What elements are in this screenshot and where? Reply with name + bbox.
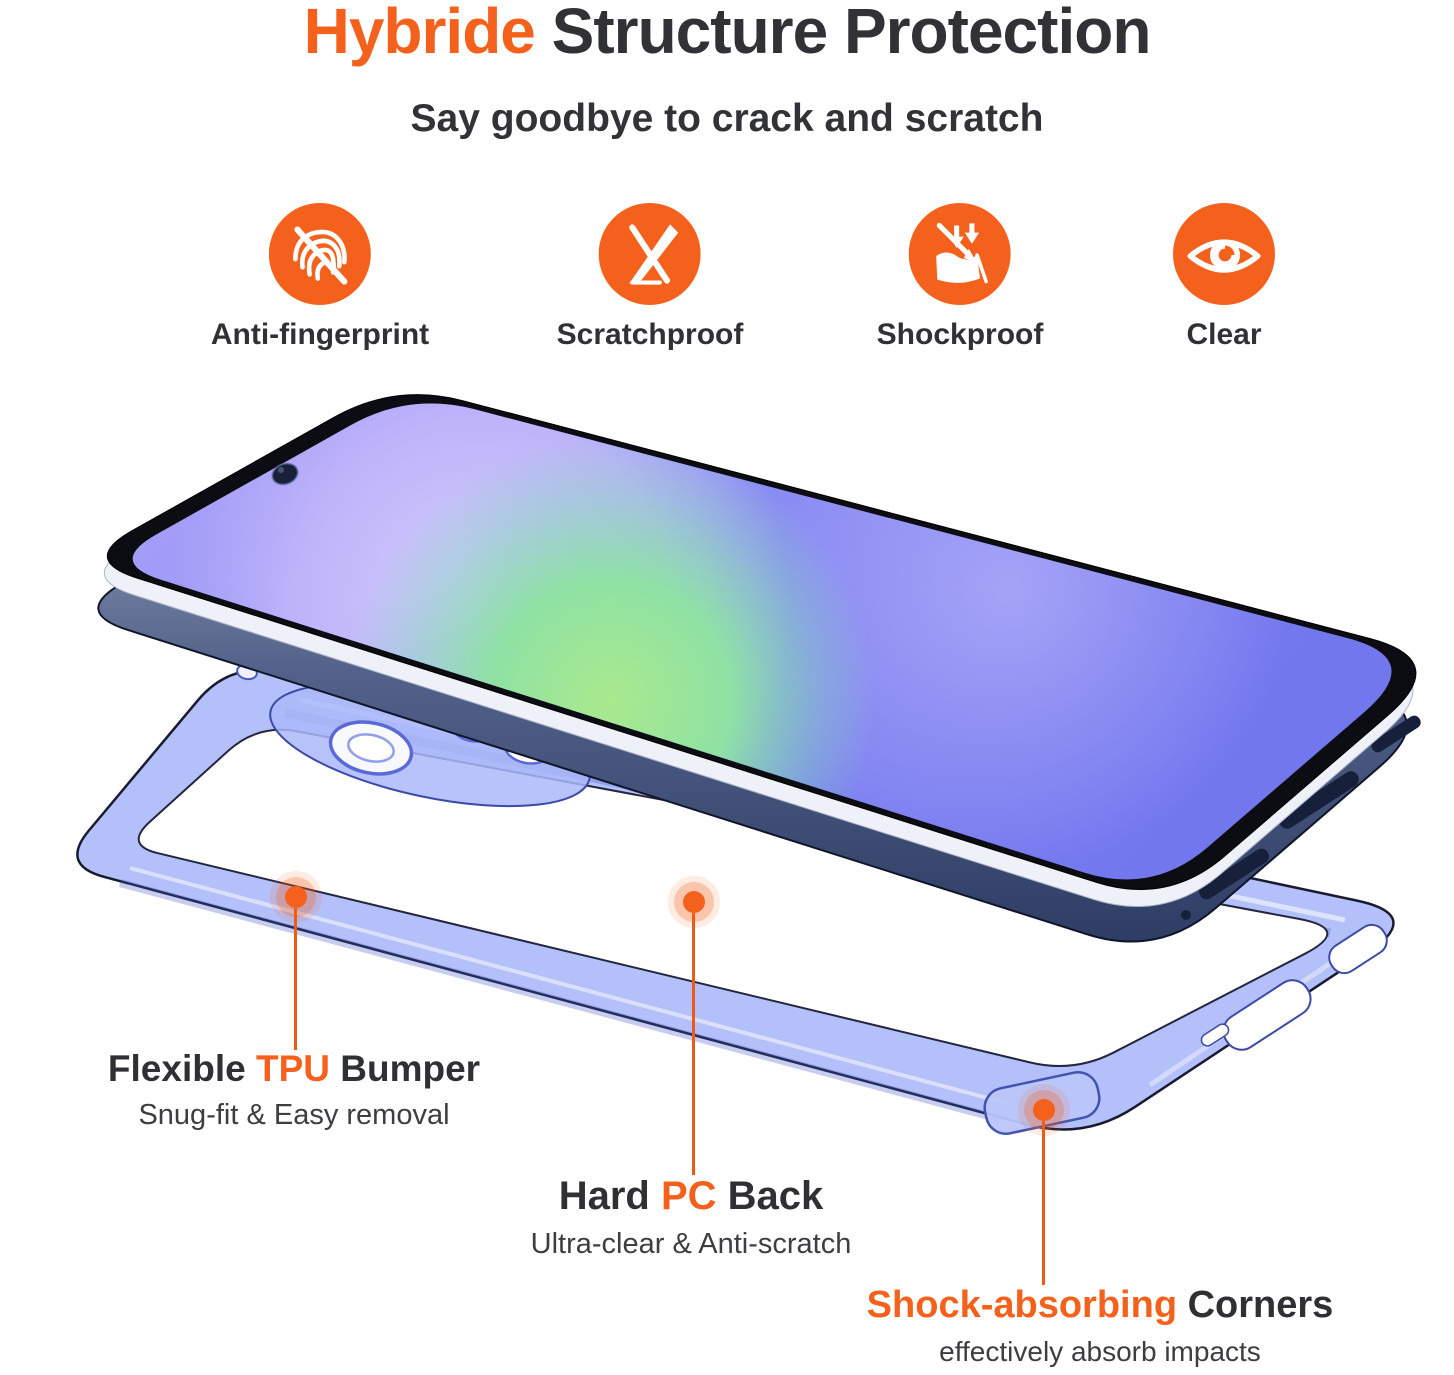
feature-shockproof: Shockproof: [876, 203, 1044, 352]
anti-fingerprint-icon: [268, 203, 371, 305]
feature-label: Shockproof: [876, 318, 1044, 351]
camera-punch-hole: [271, 462, 299, 486]
callout-line-tpu-bumper: [294, 908, 297, 1050]
callout-subtitle: effectively absorb impacts: [939, 1336, 1261, 1367]
callout-dot-corner: [1033, 1099, 1055, 1121]
port-cutout: [1222, 979, 1312, 1051]
callout-shock-corners: Shock-absorbing Corners effectively abso…: [867, 1284, 1334, 1368]
callout-title: Hard PC Back: [558, 1174, 824, 1218]
callout-subtitle: Snug-fit & Easy removal: [138, 1099, 450, 1131]
callout-dot-tpu-bumper: [285, 886, 307, 908]
callout-dot-pc-back: [683, 891, 705, 913]
callout-line-corner: [1042, 1121, 1045, 1285]
title-rest: Structure Protection: [534, 0, 1152, 67]
feature-clear: Clear: [1173, 203, 1275, 352]
page-title: Hybride Structure Protection: [0, 0, 1454, 68]
clear-eye-icon: [1173, 203, 1275, 305]
feature-label: Scratchproof: [556, 318, 744, 351]
callout-title: Flexible TPU Bumper: [107, 1048, 481, 1089]
callout-subtitle: Ultra-clear & Anti-scratch: [530, 1228, 852, 1260]
callout-title: Shock-absorbing Corners: [866, 1284, 1334, 1326]
small-notch-cutout: [1200, 1023, 1230, 1047]
clear-case: [76, 663, 1395, 1135]
button-cutout: [1328, 923, 1388, 975]
phone-bottom-slots: [1181, 715, 1421, 920]
page-subtitle: Say goodbye to crack and scratch: [410, 97, 1044, 140]
feature-label: Anti-fingerprint: [210, 318, 430, 351]
scratchproof-icon: [598, 203, 701, 305]
feature-scratchproof: Scratchproof: [556, 203, 744, 352]
feature-label: Clear: [1186, 318, 1262, 351]
callout-pc-back: Hard PC Back Ultra-clear & Anti-scratch: [531, 1174, 852, 1261]
shockproof-icon: [908, 203, 1011, 305]
title-highlight: Hybride: [303, 0, 536, 67]
callout-tpu-bumper: Flexible TPU Bumper Snug-fit & Easy remo…: [108, 1048, 480, 1132]
callout-line-pc-back: [692, 913, 695, 1175]
feature-anti-fingerprint: Anti-fingerprint: [211, 203, 429, 352]
